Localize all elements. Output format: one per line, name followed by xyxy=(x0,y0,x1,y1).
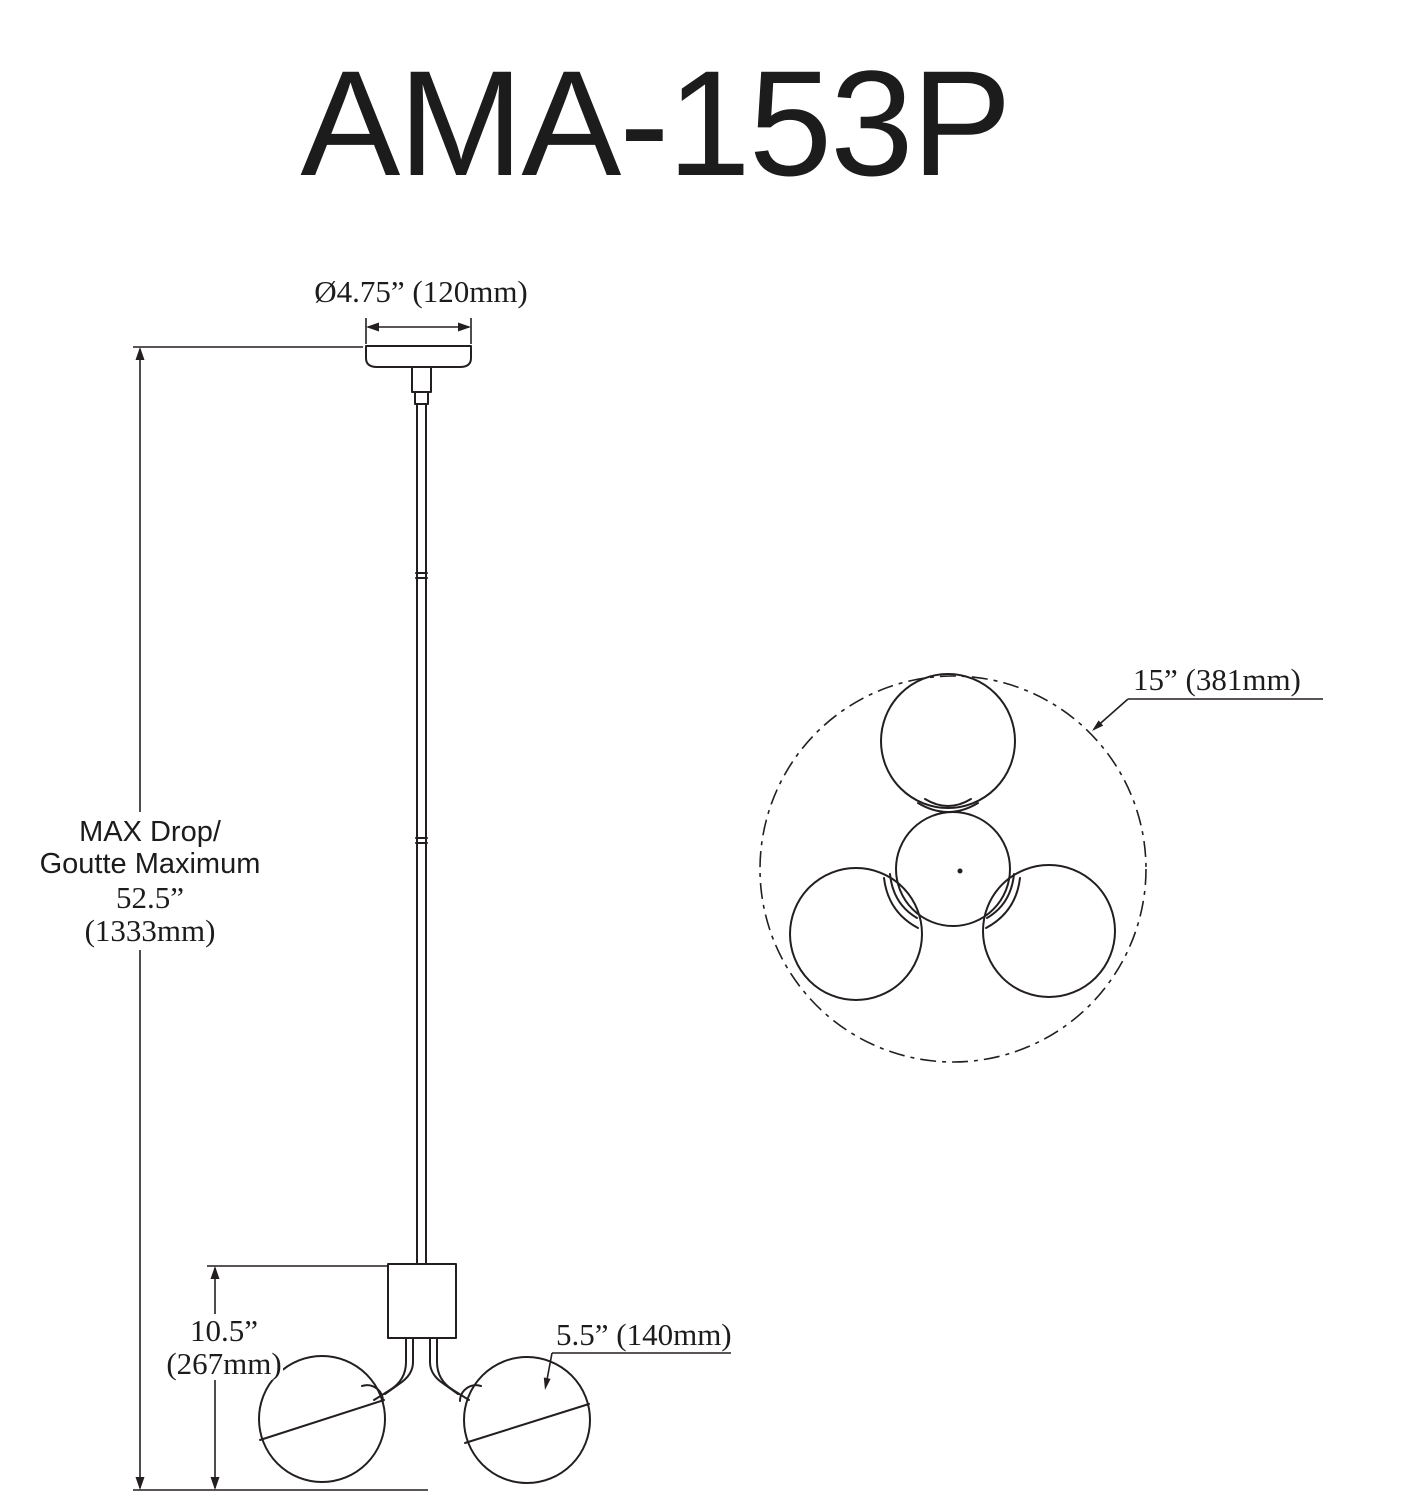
maxdrop-label-line4: (1333mm) xyxy=(85,913,216,948)
right-globe xyxy=(463,1356,591,1484)
globe-dim-arrow xyxy=(543,1377,551,1390)
right-globe-seam xyxy=(464,1403,590,1444)
globe-diameter-label: 5.5” (140mm) xyxy=(556,1317,732,1352)
canopy-dim-arrow-right xyxy=(458,322,471,332)
left-globe-collar-inner xyxy=(889,873,918,919)
hub-center-mark xyxy=(957,868,963,874)
bodydrop-label-line2: (267mm) xyxy=(166,1346,281,1381)
front-view xyxy=(258,345,591,1484)
front-view-dimensions: Ø4.75” (120mm) MAX Drop/ Goutte Maximum … xyxy=(40,274,732,1491)
swivel-joint xyxy=(414,391,429,405)
bodydrop-label-line1: 10.5” xyxy=(190,1313,258,1348)
maxdrop-arrow-top xyxy=(135,347,145,360)
bodydrop-arrow-bottom xyxy=(210,1477,220,1490)
right-globe-collar xyxy=(459,1384,482,1402)
spread-dim-arrow xyxy=(1092,720,1104,731)
top-view-globe-left xyxy=(789,867,923,1001)
canopy-dim-arrow-left xyxy=(366,322,379,332)
top-view-globe-top xyxy=(880,673,1016,809)
top-view: 15” (381mm) xyxy=(759,662,1323,1063)
top-globe-collar-outer xyxy=(917,802,979,813)
left-globe xyxy=(258,1355,386,1483)
maxdrop-label-line3: 52.5” xyxy=(116,880,184,915)
left-arm-inner xyxy=(384,1337,414,1395)
spread-diameter-label: 15” (381mm) xyxy=(1133,662,1301,697)
bodydrop-label-backing xyxy=(165,1314,283,1380)
right-arm-inner xyxy=(429,1337,459,1395)
canopy xyxy=(365,345,472,368)
canopy-diameter-label: Ø4.75” (120mm) xyxy=(314,274,528,309)
right-globe-collar-inner xyxy=(986,873,1015,919)
model-number-title: AMA-153P xyxy=(300,39,1009,207)
top-view-globe-right xyxy=(982,864,1116,998)
right-globe-collar-outer xyxy=(985,877,1021,929)
bodydrop-arrow-top xyxy=(210,1266,220,1279)
spread-circle xyxy=(759,675,1147,1063)
maxdrop-label-line2: Goutte Maximum xyxy=(40,848,261,880)
left-globe-seam xyxy=(259,1399,385,1441)
maxdrop-label-line1: MAX Drop/ xyxy=(79,816,222,848)
maxdrop-arrow-bottom xyxy=(135,1477,145,1490)
fixture-body xyxy=(387,1263,457,1339)
canopy-stem-fitting xyxy=(411,366,432,393)
left-globe-collar-outer xyxy=(883,877,919,929)
maxdrop-label-backing xyxy=(52,812,248,950)
top-globe-collar-inner xyxy=(924,798,972,807)
top-view-hub xyxy=(895,811,1011,927)
